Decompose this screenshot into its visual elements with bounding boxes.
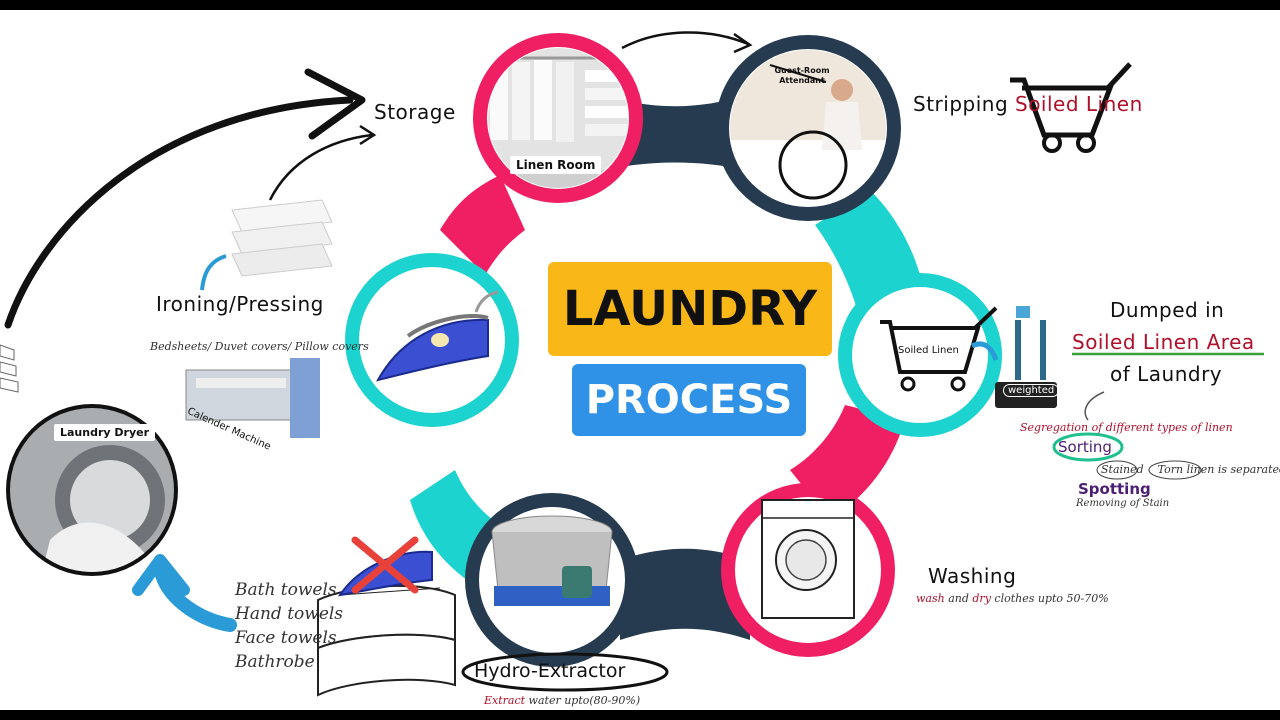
sorting-connector — [1084, 391, 1105, 421]
sorting-label: Sorting — [1058, 438, 1112, 456]
return-arrow — [4, 96, 354, 329]
washing-note: wash and dry clothes upto 50-70% — [916, 592, 1109, 605]
iron-icon — [376, 290, 499, 382]
cart-icon — [880, 306, 999, 392]
dumped-line2: Soiled Linen Area — [1072, 330, 1255, 354]
sorting-circle — [1052, 432, 1124, 462]
and-word: and — [944, 592, 973, 605]
sorting-note: Segregation of different types of linen — [1020, 421, 1233, 434]
stripping-label: Stripping Soiled Linen — [913, 92, 1143, 116]
ironing-label: Ironing/Pressing — [156, 292, 324, 316]
spotting-sub: Removing of Stain — [1076, 498, 1170, 509]
extract-percent: water upto(80-90%) — [525, 694, 641, 707]
folded-linen-icon — [231, 199, 333, 277]
spotting-label: Spotting — [1078, 480, 1151, 498]
ironing-arrow — [268, 133, 373, 201]
soiled-word: Soiled — [1015, 92, 1086, 116]
left-folded-stack — [0, 344, 19, 393]
separated-word: is separated — [1214, 463, 1280, 476]
soiled-linen-cart-label: Soiled Linen — [898, 345, 959, 356]
linen-word: Linen — [1085, 92, 1143, 116]
towel-item-3: Face towels — [235, 628, 337, 648]
center-yellow-box — [548, 262, 832, 356]
center-blue-box — [572, 364, 806, 436]
washing-machine-icon — [761, 499, 855, 619]
washing-percent: clothes upto 50-70% — [990, 592, 1109, 605]
hydro-label: Hydro-Extractor — [474, 660, 626, 682]
towel-item-2: Hand towels — [235, 604, 344, 624]
stripping-word: Stripping — [913, 92, 1015, 116]
dry-word: dry — [972, 592, 991, 605]
weighted-label: weighted — [1003, 384, 1060, 397]
calender-machine-icon — [185, 358, 320, 438]
laundry-dryer-label: Laundry Dryer — [54, 424, 156, 441]
title-process: PROCESS — [585, 377, 793, 423]
spotting-note: Stained Torn linen is separated — [1101, 463, 1280, 476]
top-arrow — [621, 31, 749, 50]
torn-linen-word: Torn linen — [1157, 463, 1215, 476]
ironing-note: Bedsheets/ Duvet covers/ Pillow covers — [150, 340, 369, 353]
towel-item-1: Bath towels — [235, 580, 337, 600]
towels-to-dryer-arrow — [155, 568, 237, 632]
dumped-line3: of Laundry — [1110, 362, 1223, 386]
top-border — [0, 0, 1280, 10]
bottom-border — [0, 710, 1280, 720]
washing-label: Washing — [928, 564, 1017, 588]
storage-label: Storage — [374, 100, 456, 124]
guest-room-attendant-label: Guest-Room Attendant — [774, 66, 830, 85]
towel-item-4: Bathrobe — [235, 652, 315, 672]
hydro-note: Extract water upto(80-90%) — [484, 694, 640, 707]
big-cart-icon — [1010, 62, 1132, 153]
wash-word: wash — [916, 592, 945, 605]
linen-room-label: Linen Room — [510, 156, 602, 174]
extract-word: Extract — [484, 694, 526, 707]
stained-circle — [1096, 460, 1138, 480]
dumped-line1: Dumped in — [1110, 298, 1225, 322]
return-arrow-head — [304, 68, 366, 140]
torn-circle — [1148, 460, 1202, 480]
title-laundry: LAUNDRY — [562, 281, 818, 337]
ironing-small-arrow — [200, 254, 227, 291]
hydro-extractor-icon — [491, 515, 613, 606]
crossed-iron-icon — [337, 536, 433, 597]
hydro-ellipse — [461, 652, 669, 692]
stained-word: Stained — [1101, 463, 1144, 476]
towel-stack-icon — [317, 584, 456, 697]
